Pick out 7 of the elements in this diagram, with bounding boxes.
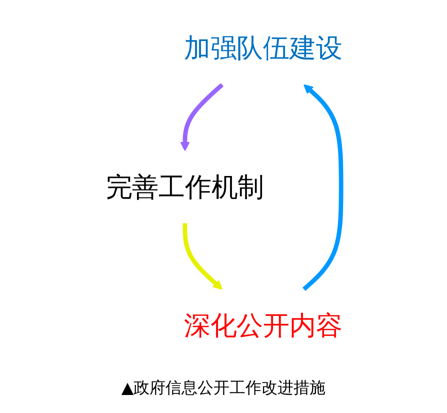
arrow [180, 83, 224, 152]
text-label: 加强队伍建设 [183, 33, 342, 64]
arrow [302, 84, 343, 291]
text-label: 深化公开内容 [183, 310, 342, 341]
caption: ▲政府信息公开工作改进措施 [121, 377, 326, 399]
text-label: 完善工作机制 [105, 172, 264, 202]
arrow [182, 223, 222, 290]
